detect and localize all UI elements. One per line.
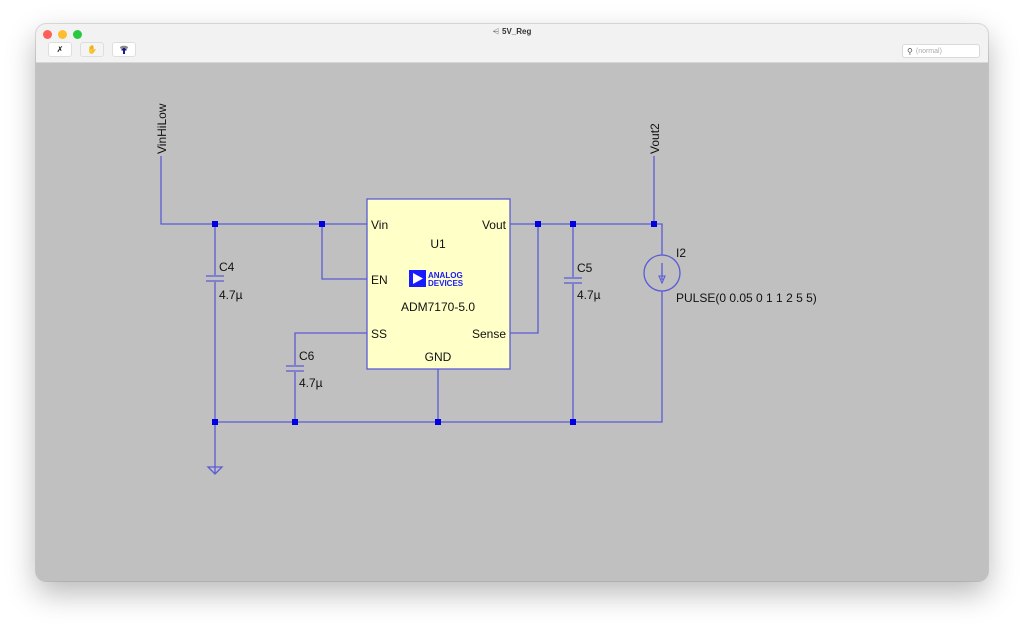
analog-devices-logo: ANALOG DEVICES [409,270,464,288]
current-source-i2-symbol[interactable] [643,254,681,292]
capacitor-c4-symbol[interactable] [206,275,224,282]
window-title-text: 5V_Reg [502,27,532,36]
wire-en [321,224,367,280]
pin-label-vout: Vout [482,218,507,232]
junction [570,419,576,425]
title-bar: ⩤5V_Reg ✗ ✋ ⚲ (normal) [36,24,988,63]
junctions [212,221,657,425]
toolbar: ✗ ✋ [48,42,136,57]
net-label-vin[interactable]: VinHiLow [155,103,169,154]
pin-label-ss: SS [371,327,387,341]
window-controls [43,30,82,39]
c6-ref[interactable]: C6 [299,349,315,363]
schematic-drawing: VinHiLow Vout2 Vin EN SS Vout Sense GND … [155,103,817,475]
junction [292,419,298,425]
svg-text:ANALOG: ANALOG [428,271,463,280]
run-button[interactable]: ✗ [48,42,72,57]
c4-ref[interactable]: C4 [219,260,235,274]
i2-value[interactable]: PULSE(0 0.05 0 1 1 2 5 5) [676,291,817,305]
junction [212,419,218,425]
junction [570,221,576,227]
capacitor-c5-symbol[interactable] [564,277,582,284]
ground-icon [206,466,224,475]
schematic-canvas[interactable]: VinHiLow Vout2 Vin EN SS Vout Sense GND … [36,63,988,581]
junction [212,221,218,227]
probe-icon [120,45,128,54]
ic-part-label: ADM7170-5.0 [401,300,475,314]
junction [319,221,325,227]
pin-label-vin: Vin [371,218,388,232]
halt-hand-icon: ✋ [87,44,97,54]
minimize-button[interactable] [58,30,67,39]
c4-value[interactable]: 4.7µ [219,288,243,302]
schematic-doc-icon: ⩤ [492,27,500,36]
pin-label-en: EN [371,273,388,287]
wire-sense [510,224,539,334]
c6-value[interactable]: 4.7µ [299,376,323,390]
junction [435,419,441,425]
search-icon: ⚲ [907,46,913,56]
halt-button[interactable]: ✋ [80,42,104,57]
capacitor-c6-symbol[interactable] [286,365,304,372]
c5-ref[interactable]: C5 [577,261,593,275]
net-label-vout[interactable]: Vout2 [648,123,662,154]
ic-ref-label: U1 [430,237,446,251]
wire-vin [160,156,367,225]
svg-text:DEVICES: DEVICES [428,279,464,288]
pin-label-gnd: GND [425,350,452,364]
window-title: ⩤5V_Reg [36,27,988,37]
run-icon: ✗ [56,44,64,54]
junction [651,221,657,227]
junction [535,221,541,227]
close-button[interactable] [43,30,52,39]
ic-u1-body[interactable] [366,198,511,370]
maximize-button[interactable] [73,30,82,39]
app-window: ⩤5V_Reg ✗ ✋ ⚲ (normal) [36,24,988,581]
probe-button[interactable] [112,42,136,57]
search-placeholder: (normal) [915,47,942,55]
i2-ref[interactable]: I2 [676,246,686,260]
wire-ss [294,332,367,422]
search-field[interactable]: ⚲ (normal) [902,44,980,58]
c5-value[interactable]: 4.7µ [577,288,601,302]
pin-label-sense: Sense [472,327,506,341]
